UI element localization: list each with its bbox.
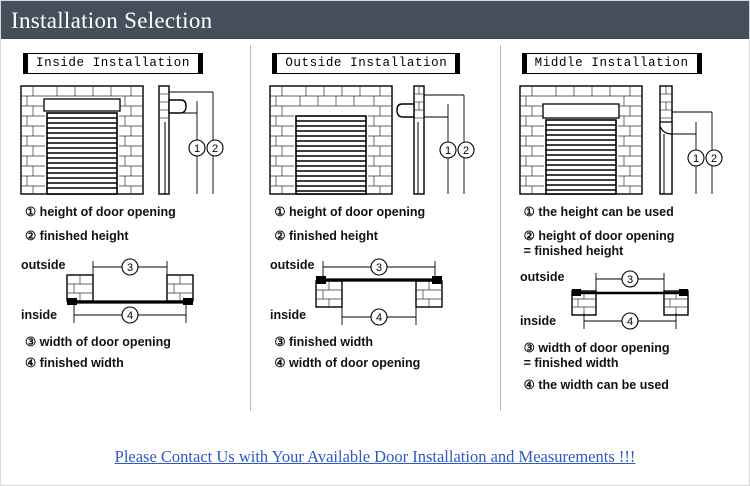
svg-text:3: 3 bbox=[127, 262, 133, 274]
note-item: ① height of door opening bbox=[274, 205, 426, 219]
plan-figure-middle: outside inside bbox=[500, 267, 749, 337]
height-notes-middle: ① the height can be used ② height of doo… bbox=[500, 205, 749, 258]
plan-outside-label: outside bbox=[270, 258, 314, 272]
note-item: ④ the width can be used bbox=[523, 377, 669, 392]
svg-text:4: 4 bbox=[127, 310, 133, 322]
note-item: ④ width of door opening bbox=[274, 356, 421, 371]
svg-text:3: 3 bbox=[376, 262, 382, 274]
contact-us-link[interactable]: Please Contact Us with Your Available Do… bbox=[114, 447, 636, 466]
note-item: ② height of door opening = finished heig… bbox=[523, 228, 675, 258]
panel-inside-installation: Inside Installation bbox=[1, 39, 250, 429]
plan-figure-outside: outside inside bbox=[250, 253, 499, 331]
height-notes-outside: ① height of door opening ② finished heig… bbox=[250, 205, 499, 244]
svg-text:1: 1 bbox=[445, 145, 451, 157]
panel-outside-installation: Outside Installation bbox=[250, 39, 499, 429]
panel-title-outside: Outside Installation bbox=[272, 53, 461, 74]
note-item: ① the height can be used bbox=[523, 205, 674, 219]
svg-text:1: 1 bbox=[194, 143, 200, 155]
panel-title-inside: Inside Installation bbox=[23, 53, 203, 74]
middle-elevation-svg: 1 2 bbox=[518, 85, 723, 195]
svg-text:2: 2 bbox=[463, 145, 469, 157]
middle-plan-svg: outside inside bbox=[520, 270, 689, 330]
panel-title-wrap-outside: Outside Installation bbox=[250, 53, 499, 74]
svg-text:2: 2 bbox=[212, 143, 218, 155]
note-item: ① height of door opening bbox=[25, 205, 176, 219]
plan-figure-inside: outside inside bbox=[1, 253, 250, 331]
outside-elevation-svg: 1 2 bbox=[269, 85, 475, 195]
panel-title-middle: Middle Installation bbox=[521, 53, 702, 74]
note-item: ③ width of door opening bbox=[25, 334, 171, 349]
note-item: ② finished height bbox=[25, 228, 129, 243]
inside-plan-svg: outside inside bbox=[21, 258, 194, 324]
note-item: ③ width of door opening = finished width bbox=[523, 341, 670, 370]
outside-plan-svg: outside inside bbox=[270, 258, 444, 326]
svg-text:4: 4 bbox=[376, 312, 382, 324]
elevation-figure-middle: 1 2 bbox=[500, 82, 749, 197]
note-item: ④ finished width bbox=[25, 356, 124, 371]
elevation-figure-inside: 1 2 bbox=[1, 82, 250, 197]
page-header: Installation Selection bbox=[1, 1, 749, 39]
panel-title-wrap-inside: Inside Installation bbox=[1, 53, 250, 74]
page-title: Installation Selection bbox=[11, 7, 213, 33]
svg-text:4: 4 bbox=[627, 316, 633, 328]
footer: Please Contact Us with Your Available Do… bbox=[1, 429, 749, 485]
installation-options: Inside Installation bbox=[1, 39, 749, 429]
panel-middle-installation: Middle Installation bbox=[499, 39, 749, 429]
plan-inside-label: inside bbox=[270, 308, 306, 322]
svg-text:3: 3 bbox=[627, 274, 633, 286]
plan-outside-label: outside bbox=[21, 258, 65, 272]
width-notes-middle: ③ width of door opening = finished width… bbox=[500, 341, 749, 392]
note-item: ③ finished width bbox=[274, 334, 374, 349]
height-notes-inside: ① height of door opening ② finished heig… bbox=[1, 205, 250, 244]
elevation-figure-outside: 1 2 bbox=[250, 82, 499, 197]
svg-text:2: 2 bbox=[711, 153, 717, 165]
width-notes-outside: ③ finished width ④ width of door opening bbox=[250, 335, 499, 372]
plan-outside-label: outside bbox=[520, 270, 564, 284]
note-item: ② finished height bbox=[274, 228, 378, 243]
panel-title-wrap-middle: Middle Installation bbox=[500, 53, 749, 74]
width-notes-inside: ③ width of door opening ④ finished width bbox=[1, 335, 250, 372]
plan-inside-label: inside bbox=[21, 308, 57, 322]
plan-inside-label: inside bbox=[520, 314, 556, 328]
inside-elevation-svg: 1 2 bbox=[20, 85, 224, 195]
svg-text:1: 1 bbox=[693, 153, 699, 165]
